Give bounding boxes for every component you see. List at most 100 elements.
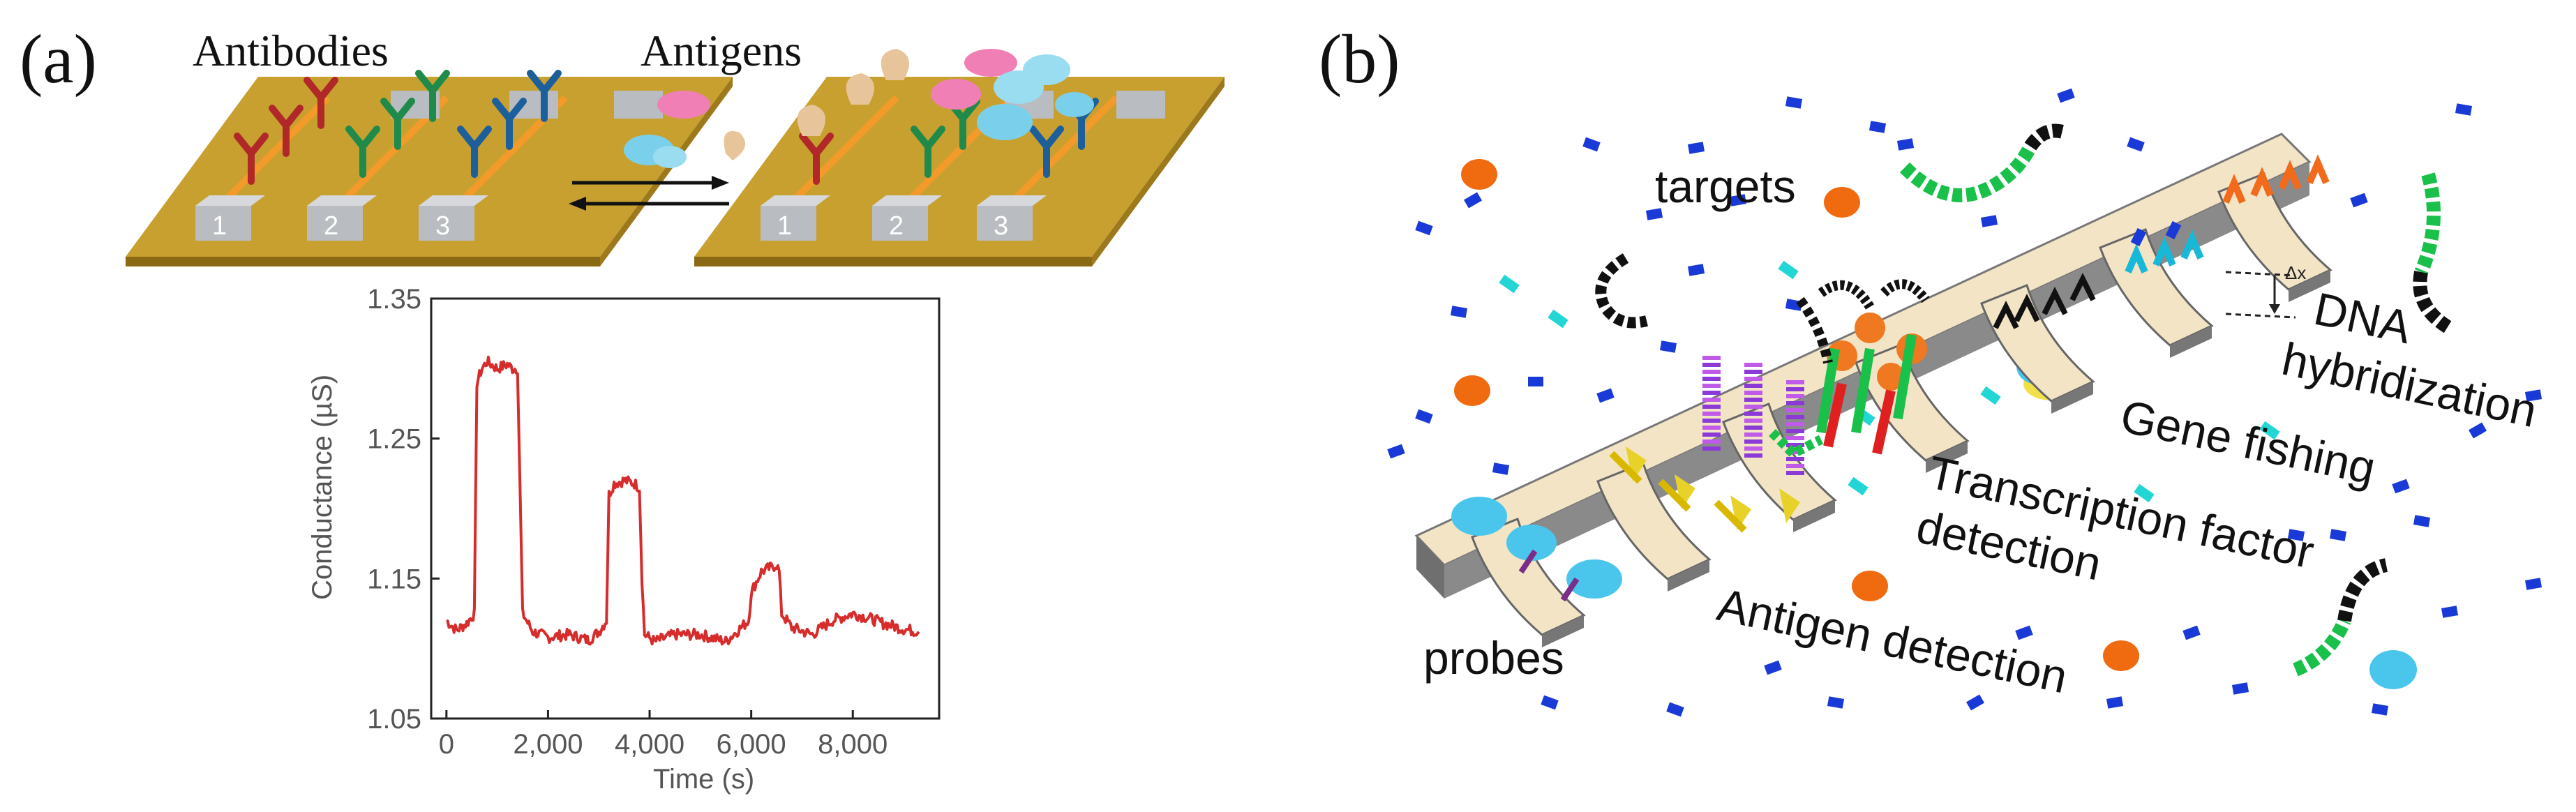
dna-segment <box>1786 450 1804 454</box>
dna-segment <box>1744 363 1762 367</box>
target-molecule <box>1687 264 1705 276</box>
gene-fishing-label: Gene fishing <box>2116 390 2380 494</box>
dna-segment <box>1744 419 1762 423</box>
x-tick-label: 2,000 <box>513 729 583 760</box>
dna-segment <box>1786 401 1804 405</box>
electrode-pad-3: 3 <box>419 195 488 241</box>
protein-target <box>1461 159 1497 190</box>
free-antigens <box>624 91 745 168</box>
x-tick-label: 0 <box>439 729 454 760</box>
dna-segment <box>1744 433 1762 437</box>
deflection-indicator: Δx <box>2225 262 2306 319</box>
dna-segment <box>1744 405 1762 409</box>
dna-segment <box>1702 391 1721 395</box>
electrode-pad-2: 2 <box>872 195 942 241</box>
cantilever-edge <box>2170 326 2212 358</box>
target-molecule <box>2524 389 2543 402</box>
antibodies-label: Antibodies <box>193 26 389 75</box>
target-molecule <box>1582 137 1601 152</box>
y-tick-label: 1.35 <box>367 284 421 315</box>
target-molecule <box>1980 215 1998 227</box>
cantilever-array: Δx <box>1414 133 2332 647</box>
cantilever-edge <box>2289 270 2330 302</box>
dna-segment <box>1702 356 1721 360</box>
electrode-pad-1: 1 <box>761 195 830 241</box>
protein-target <box>2103 640 2139 671</box>
target-molecule <box>2015 625 2033 640</box>
left-chip-edge <box>126 257 600 266</box>
transcription-factor-probes <box>1609 446 1800 533</box>
targets-label: targets <box>1655 160 1796 212</box>
x-tick-label: 4,000 <box>615 729 684 760</box>
target-molecule <box>1415 409 1433 424</box>
panel-a: (a) Antibodies Antigens 1 2 3 <box>20 20 1225 795</box>
target-molecule <box>1499 274 1520 294</box>
dna-segment <box>1702 412 1721 416</box>
dna-segment <box>1744 384 1762 388</box>
cantilever-edge <box>1542 615 1584 647</box>
panel-b-label: (b) <box>1319 20 1400 98</box>
chip-number: 2 <box>889 211 904 241</box>
y-tick-label: 1.15 <box>367 564 421 594</box>
dna-segment <box>1702 439 1721 444</box>
electrode-pad-1: 1 <box>195 195 265 241</box>
probes-label: probes <box>1423 632 1564 684</box>
target-molecule <box>1659 340 1677 353</box>
cantilever-edge <box>2051 382 2093 414</box>
dna-segment <box>1786 415 1804 419</box>
target-molecule <box>1387 444 1405 459</box>
dna-segment <box>1702 426 1721 430</box>
dna-segment <box>1786 471 1804 475</box>
target-molecule <box>1450 306 1468 318</box>
chip-number: 1 <box>212 211 227 241</box>
hybridization-label: hybridization <box>2277 333 2541 437</box>
cantilever-edge <box>1793 500 1835 532</box>
antigens-label: Antigens <box>641 26 802 75</box>
target-molecule <box>2350 193 2368 208</box>
dna-segment <box>1702 433 1721 437</box>
target-molecule <box>1729 194 1747 206</box>
target-molecule <box>2524 578 2543 590</box>
target-molecule <box>2259 421 2280 440</box>
target-molecule <box>1596 388 1615 403</box>
target-molecule <box>1687 142 1705 154</box>
dna-segment <box>1786 422 1804 426</box>
target-molecule <box>1980 386 2001 405</box>
panel-a-label: (a) <box>20 20 97 98</box>
dna-segment <box>1744 412 1762 416</box>
target-molecule <box>2413 515 2431 527</box>
x-tick-label: 8,000 <box>818 729 888 760</box>
gene-fishing-probes <box>1816 279 1930 455</box>
target-molecule <box>2392 479 2410 494</box>
target-molecule <box>2441 606 2459 618</box>
y-axis-label: Conductance (µS) <box>307 375 338 600</box>
electrode-pad-3: 3 <box>977 195 1047 241</box>
dna-segment <box>1786 387 1804 391</box>
target-molecule <box>2134 483 2155 503</box>
target-molecule <box>1869 121 1887 133</box>
dna-segment <box>1744 398 1762 402</box>
conductance-series-line <box>446 355 920 646</box>
protein-target <box>1824 187 1860 218</box>
dna-segment <box>1744 453 1762 458</box>
target-molecule <box>2127 137 2145 152</box>
chip-number: 2 <box>324 211 338 241</box>
target-molecule <box>1528 377 1543 386</box>
dna-segment <box>1744 439 1762 444</box>
dna-segment <box>1786 394 1804 398</box>
chip-number: 3 <box>435 211 450 241</box>
target-molecule <box>1965 694 1985 711</box>
dna-columns <box>1702 356 1804 475</box>
target-molecule <box>2468 422 2487 439</box>
dna-segment <box>1702 419 1721 423</box>
target-molecule <box>1666 702 1684 717</box>
target-molecule <box>1764 660 1782 675</box>
target-molecule <box>1785 96 1803 109</box>
protein-target <box>2369 650 2417 689</box>
cantilever-edge <box>1668 559 1709 592</box>
hybridization-probes <box>1993 154 2330 329</box>
panel-b: (b) <box>1319 20 2543 717</box>
left-sensor-chip: 1 2 3 <box>126 70 733 266</box>
